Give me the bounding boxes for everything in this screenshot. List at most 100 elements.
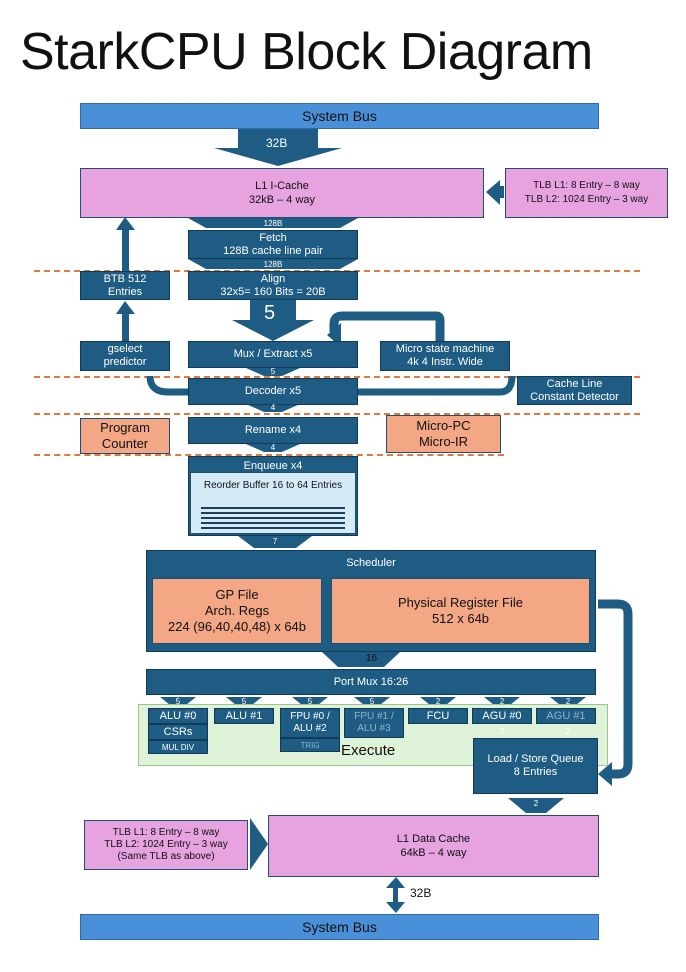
fpu-1-alu-3-unit: FPU #1 / ALU #3 <box>344 708 404 738</box>
btb-line2: Entries <box>107 285 143 298</box>
mul-div-unit: MUL DIV <box>148 740 208 754</box>
port-arrow <box>550 697 586 705</box>
rob-to-scheduler-arrow <box>238 536 312 548</box>
fetch-stage: Fetch 128B cache line pair <box>188 230 358 259</box>
port-arrow <box>292 697 328 705</box>
lsq-to-dcache-arrow <box>508 798 564 813</box>
port-width-label: 5 <box>175 697 181 706</box>
tlb-to-icache-arrow <box>486 180 500 205</box>
width-rob-sched: 7 <box>272 537 278 546</box>
physical-register-file: Physical Register File 512 x 64b <box>331 578 590 644</box>
micro-state-machine: Micro state machine 4k 4 Instr. Wide <box>380 341 510 371</box>
port-arrow <box>160 697 196 705</box>
align-to-mux-arrow <box>232 300 314 341</box>
gp-line1: GP File <box>215 587 259 602</box>
width-mux-dec: 5 <box>270 367 276 376</box>
gp-register-file: GP File Arch. Regs 224 (96,40,40,48) x 6… <box>152 578 322 644</box>
system-bus-top: System Bus <box>80 103 599 129</box>
port-width-label: 5 <box>369 697 375 706</box>
tlb-top: TLB L1: 8 Entry – 8 way TLB L2: 1024 Ent… <box>505 168 668 218</box>
top-arrow-label: 32B <box>266 136 288 150</box>
port-width-label: 2 <box>499 697 505 706</box>
width-ren-enq: 4 <box>270 443 276 452</box>
lsq-out-label: 2 <box>533 799 539 808</box>
rob-entries <box>201 507 345 532</box>
icache-size: 32kB – 4 way <box>248 194 316 206</box>
rename-label: Rename x4 <box>244 424 302 436</box>
port-arrow <box>226 697 262 705</box>
system-bus-top-label: System Bus <box>302 108 377 124</box>
stage-divider <box>34 454 504 456</box>
btb-up-head <box>116 217 135 230</box>
dcache-bus-shaft <box>393 886 398 904</box>
cld-line1: Cache Line <box>546 377 603 390</box>
agu-width-label: 2 <box>565 727 571 736</box>
stage-divider <box>34 413 640 415</box>
port-arrow <box>484 697 520 705</box>
gselect-line1: gselect <box>107 343 143 355</box>
fetch-to-align-arrow <box>188 259 358 269</box>
micro-sm-line1: Micro state machine <box>395 343 495 355</box>
port-arrow <box>354 697 390 705</box>
btb-line1: BTB 512 <box>103 272 147 285</box>
align-stage: Align 32x5= 160 Bits = 20B <box>188 271 358 300</box>
trig-unit: TRIG <box>280 738 340 752</box>
mux-to-decoder-arrow <box>246 368 300 376</box>
icache-title: L1 I-Cache <box>255 180 309 192</box>
rob-label: Reorder Buffer 16 to 64 Entries <box>203 480 343 491</box>
alu-0-unit: ALU #0 <box>148 708 208 724</box>
system-bus-bottom: System Bus <box>80 914 599 940</box>
diagram-title: StarkCPU Block Diagram <box>20 23 593 81</box>
agu-0-unit: AGU #0 <box>472 708 532 724</box>
icache-to-fetch-arrow <box>188 218 358 228</box>
width-sched-port: 16 <box>366 653 378 664</box>
pc-line1: Program <box>100 420 150 435</box>
cld-line2: Constant Detector <box>530 390 619 403</box>
lsq-line1: Load / Store Queue <box>487 753 584 765</box>
prf-line2: 512 x 64b <box>431 611 490 626</box>
fetch-out-label: 128B <box>263 260 283 269</box>
decoder-left-loop <box>146 375 188 396</box>
rename-stage: Rename x4 <box>188 417 358 444</box>
fpu-1-label: FPU #1 / ALU #3 <box>354 711 394 734</box>
port-mux: Port Mux 16:26 <box>146 669 596 695</box>
bus-to-icache-arrow <box>214 128 342 166</box>
csrs-unit: CSRs <box>148 724 208 740</box>
gp-line2: Arch. Regs <box>204 603 270 618</box>
mux-extract: Mux / Extract x5 <box>188 341 358 368</box>
dcache-title: L1 Data Cache <box>396 833 471 845</box>
system-bus-bottom-label: System Bus <box>302 919 377 935</box>
l1-icache: L1 I-Cache 32kB – 4 way <box>80 168 484 218</box>
btb: BTB 512 Entries <box>80 271 170 300</box>
prf-to-lsq-head <box>598 762 612 786</box>
port-width-label: 2 <box>565 697 571 706</box>
prf-line1: Physical Register File <box>398 595 523 610</box>
tlb-arrow-shaft <box>498 186 504 198</box>
decoder-right-loop <box>358 375 516 396</box>
port-arrow <box>420 697 456 705</box>
five-label: 5 <box>264 302 276 324</box>
execute-label: Execute <box>341 742 396 759</box>
tlb-bottom-l2: TLB L2: 1024 Entry – 3 way <box>104 839 228 850</box>
agu-1-unit: AGU #1 <box>536 708 596 724</box>
fpu-0-alu-2-unit: FPU #0 / ALU #2 <box>280 708 340 738</box>
lsq-line2: 8 Entries <box>513 766 558 778</box>
port-width-label: 5 <box>241 697 247 706</box>
port-width-label: 2 <box>435 697 441 706</box>
rename-to-enqueue-arrow <box>246 444 300 452</box>
program-counter: Program Counter <box>80 418 170 454</box>
prf-to-lsq-loop <box>598 599 633 779</box>
port-arrows-group <box>160 697 586 705</box>
fetch-desc: 128B cache line pair <box>223 244 323 257</box>
reorder-buffer: Reorder Buffer 16 to 64 Entries <box>190 472 356 534</box>
scheduler-to-portmux-arrow <box>322 652 400 667</box>
cache-line-detector: Cache Line Constant Detector <box>517 376 632 405</box>
stage-divider <box>34 376 640 378</box>
pc-line2: Counter <box>101 436 149 451</box>
mux-label: Mux / Extract x5 <box>233 348 313 360</box>
align-desc: 32x5= 160 Bits = 20B <box>220 285 326 298</box>
tlb-top-l1: TLB L1: 8 Entry – 8 way <box>533 180 640 191</box>
tlb-top-l2: TLB L2: 1024 Entry – 3 way <box>524 194 649 205</box>
fetch-in-label: 128B <box>263 219 283 228</box>
